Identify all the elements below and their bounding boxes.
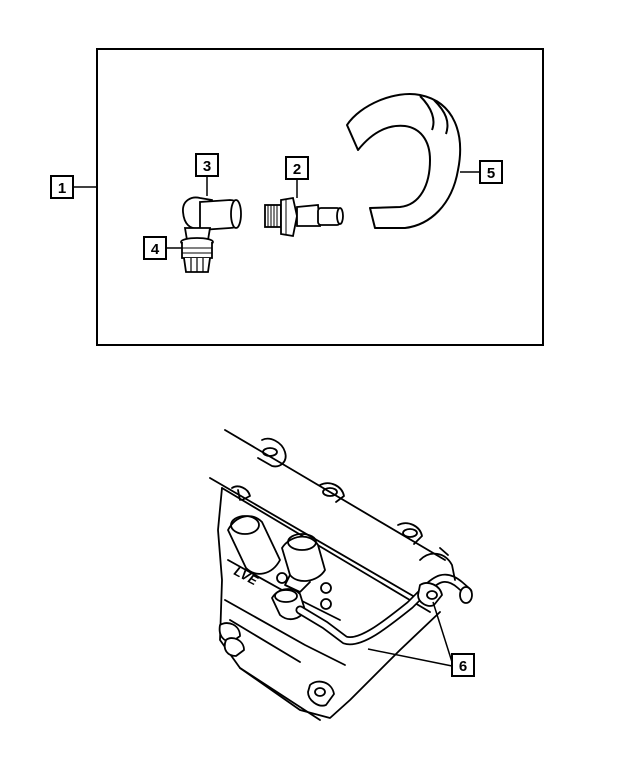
callout-3[interactable]: 3 — [195, 153, 219, 196]
elbow-fitting-part-3 — [182, 196, 242, 241]
callout-1[interactable]: 1 — [50, 175, 97, 199]
pcv-valve-part-2 — [264, 196, 344, 238]
callout-4[interactable]: 4 — [143, 236, 182, 260]
callout-3-label: 3 — [203, 158, 211, 175]
callout-6[interactable]: 6 — [367, 601, 475, 677]
valve-cover-illustration — [209, 429, 473, 721]
callout-2-label: 2 — [293, 161, 301, 178]
grommet-part-4 — [180, 237, 214, 273]
callout-6-label: 6 — [459, 658, 467, 675]
callout-4-label: 4 — [151, 241, 160, 258]
callout-2[interactable]: 2 — [285, 156, 309, 198]
callout-5[interactable]: 5 — [460, 160, 503, 184]
assembly-box — [96, 48, 544, 346]
hose-part-5 — [346, 93, 462, 229]
callout-5-label: 5 — [487, 165, 495, 182]
callout-1-label: 1 — [58, 180, 66, 197]
